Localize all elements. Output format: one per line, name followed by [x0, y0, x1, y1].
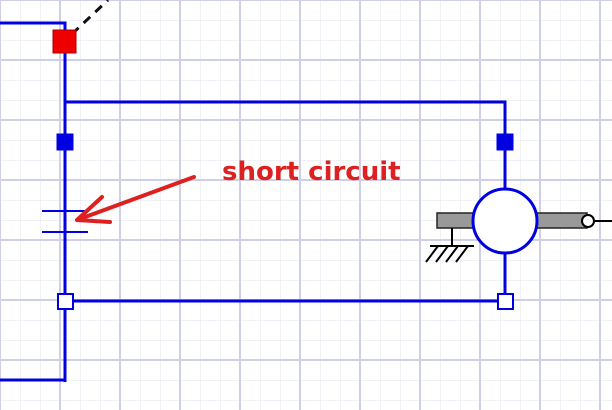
- wires: [0, 21, 507, 382]
- highlighted-connector[interactable]: [52, 29, 77, 54]
- connector-right-top[interactable]: [496, 133, 514, 151]
- shaft-output-flange[interactable]: [581, 214, 595, 228]
- dashed-connection[interactable]: [70, 0, 110, 36]
- annotation-label: short circuit: [222, 157, 401, 187]
- annotation-arrow: [75, 175, 196, 224]
- motor-component[interactable]: [436, 187, 612, 255]
- connector-right-bottom[interactable]: [497, 293, 514, 310]
- motor-shaft-right: [534, 212, 588, 229]
- connector-left-bottom[interactable]: [57, 293, 74, 310]
- motor-body: [471, 187, 539, 255]
- connector-left-top[interactable]: [56, 133, 74, 151]
- top-rail-wire[interactable]: [65, 100, 507, 134]
- capacitor-symbol[interactable]: [42, 210, 88, 233]
- motor-shaft-left: [436, 212, 476, 229]
- ground-symbol: [425, 228, 474, 263]
